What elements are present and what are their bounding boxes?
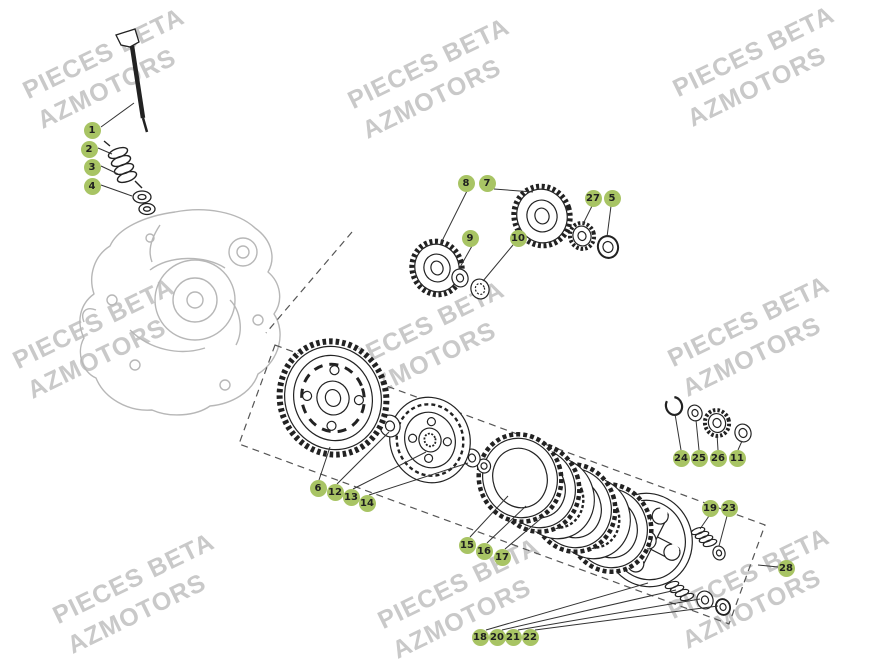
clutch-hub-drawing — [389, 396, 471, 484]
callout-12[interactable]: 12 — [326, 483, 344, 501]
callout-5[interactable]: 5 — [603, 189, 621, 207]
callout-8[interactable]: 8 — [457, 174, 475, 192]
callout-19[interactable]: 19 — [701, 499, 719, 517]
callout-6[interactable]: 6 — [309, 479, 327, 497]
callout-10[interactable]: 10 — [509, 229, 527, 247]
callout-11[interactable]: 11 — [728, 449, 746, 467]
callout-22[interactable]: 22 — [521, 628, 539, 646]
callout-18[interactable]: 18 — [471, 628, 489, 646]
callout-26[interactable]: 26 — [709, 449, 727, 467]
callout-28[interactable]: 28 — [777, 559, 795, 577]
clutch-spring-bolt-drawing — [690, 526, 726, 561]
callout-23[interactable]: 23 — [720, 499, 738, 517]
clutch-rod-drawing — [115, 28, 149, 133]
clutch-assembly-drawing — [276, 338, 732, 616]
clutch-basket-drawing — [276, 338, 390, 458]
callout-24[interactable]: 24 — [672, 449, 690, 467]
clutch-plates-drawing — [476, 432, 654, 574]
callout-16[interactable]: 16 — [475, 542, 493, 560]
callout-21[interactable]: 21 — [504, 628, 522, 646]
dashed-boundary — [238, 231, 766, 625]
callout-20[interactable]: 20 — [488, 628, 506, 646]
callout-13[interactable]: 13 — [342, 488, 360, 506]
thrust-washer-drawing — [379, 414, 401, 438]
idler-gear-parts-drawing — [664, 395, 752, 443]
crankcase-drawing — [79, 209, 281, 416]
callout-4[interactable]: 4 — [83, 177, 101, 195]
callout-3[interactable]: 3 — [83, 158, 101, 176]
callout-7[interactable]: 7 — [478, 174, 496, 192]
callout-27[interactable]: 27 — [584, 189, 602, 207]
rod-washers-drawing — [132, 190, 156, 216]
callout-2[interactable]: 2 — [80, 140, 98, 158]
return-spring-drawing — [103, 140, 143, 189]
callout-14[interactable]: 14 — [358, 494, 376, 512]
callout-9[interactable]: 9 — [461, 229, 479, 247]
callout-15[interactable]: 15 — [458, 536, 476, 554]
leader-lines — [97, 102, 779, 631]
callout-25[interactable]: 25 — [690, 449, 708, 467]
primary-gear-group-drawing — [409, 183, 620, 300]
callout-17[interactable]: 17 — [493, 548, 511, 566]
callout-1[interactable]: 1 — [83, 121, 101, 139]
